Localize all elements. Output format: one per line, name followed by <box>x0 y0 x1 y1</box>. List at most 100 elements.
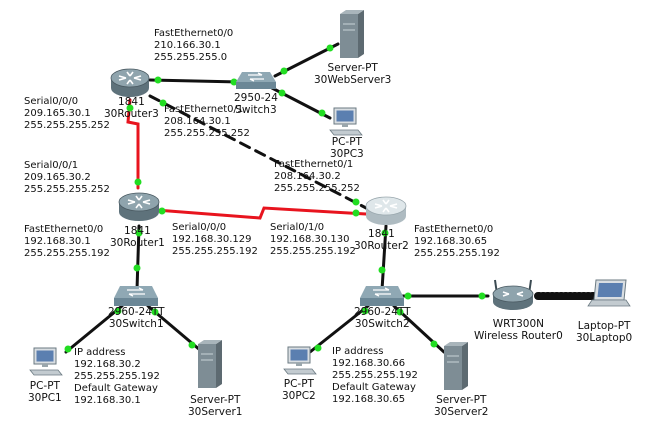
iface-mask: 255.255.255.252 <box>24 184 110 195</box>
switch1-icon[interactable] <box>114 286 158 306</box>
iface-mask: 255.255.255.192 <box>270 246 356 257</box>
port-led <box>134 178 142 186</box>
port-led <box>230 78 238 86</box>
router1-icon[interactable] <box>118 192 160 221</box>
router1-model: 1841 <box>124 225 151 237</box>
switch3-icon[interactable] <box>236 72 276 89</box>
iface-name: Serial0/0/0 <box>172 222 227 233</box>
iface-ip: 192.168.30.130 <box>270 234 350 245</box>
pc1-ip-config: IP address 192.168.30.2 255.255.255.192 … <box>74 347 160 407</box>
iface-name: FastEthernet0/1 <box>164 104 244 115</box>
iface-name: FastEthernet0/1 <box>274 159 354 170</box>
pc2-icon[interactable] <box>283 346 317 375</box>
server2-name: 30Server2 <box>434 406 489 418</box>
wireless-router-label: WRT300N Wireless Router0 <box>474 318 563 342</box>
port-led <box>378 266 386 274</box>
iface-mask: 255.255.255.252 <box>274 183 360 194</box>
server2-icon[interactable] <box>444 342 468 390</box>
iface-name: Serial0/0/1 <box>24 160 79 171</box>
iface-ip: 208.164.30.2 <box>274 171 341 182</box>
laptop-icon[interactable] <box>587 279 631 307</box>
gateway-address: 192.168.30.1 <box>74 395 141 406</box>
gateway-address: 192.168.30.65 <box>332 394 406 405</box>
server1-label: Server-PT 30Server1 <box>188 394 242 418</box>
pc1-name: 30PC1 <box>28 392 62 404</box>
iface-ip: 192.168.30.1 <box>24 236 91 247</box>
port-led <box>278 89 286 97</box>
webserver3-type: Server-PT <box>327 62 378 74</box>
pc1-icon[interactable] <box>29 347 63 376</box>
link-router3-router2 <box>148 94 372 212</box>
port-led <box>361 307 369 315</box>
server1-name: 30Server1 <box>188 406 243 418</box>
switch3-label: 2950-24 Switch3 <box>234 92 278 116</box>
wireless-router-icon[interactable] <box>492 279 534 310</box>
server1-icon[interactable] <box>198 340 222 388</box>
router3-name: 30Router3 <box>104 108 159 120</box>
router2-model: 1841 <box>368 228 395 240</box>
server2-label: Server-PT 30Server2 <box>434 394 488 418</box>
port-led <box>158 207 166 215</box>
pc3-type: PC-PT <box>331 136 362 148</box>
iface-name: FastEthernet0/0 <box>24 224 104 235</box>
gateway-title: Default Gateway <box>74 383 158 394</box>
port-led <box>352 209 360 217</box>
switch1-label: 2960-24TT 30Switch1 <box>108 306 165 330</box>
switch3-name: Switch3 <box>235 104 277 116</box>
port-led <box>396 308 404 316</box>
pc2-ip-config: IP address 192.168.30.66 255.255.255.192… <box>332 346 418 406</box>
router3-label: 1841 30Router3 <box>104 96 159 120</box>
server2-type: Server-PT <box>436 394 487 406</box>
port-led <box>159 99 167 107</box>
link-router2-switch2 <box>380 224 388 292</box>
iface-ip: 192.168.30.129 <box>172 234 252 245</box>
port-led <box>280 67 288 75</box>
server1-type: Server-PT <box>190 394 241 406</box>
iface-ip: 210.166.30.1 <box>154 40 221 51</box>
pc3-icon[interactable] <box>329 107 363 136</box>
iface-mask: 255.255.255.192 <box>172 246 258 257</box>
switch2-icon[interactable] <box>360 286 404 306</box>
webserver3-icon[interactable] <box>340 10 364 58</box>
port-led <box>381 229 389 237</box>
laptop-name: 30Laptop0 <box>576 332 633 344</box>
wireless-router-model: WRT300N <box>492 318 544 330</box>
laptop-label: Laptop-PT 30Laptop0 <box>576 320 632 344</box>
port-led <box>318 109 326 117</box>
port-led <box>126 104 134 112</box>
subnet-mask: 255.255.255.192 <box>332 370 418 381</box>
wireless-router-name: Wireless Router0 <box>474 330 563 342</box>
iface-r2-fa01: FastEthernet0/1 208.164.30.2 255.255.255… <box>274 159 360 195</box>
iface-r1-fa00: FastEthernet0/0 192.168.30.1 255.255.255… <box>24 224 110 260</box>
pc2-name: 30PC2 <box>282 390 316 402</box>
port-led <box>430 340 438 348</box>
subnet-mask: 255.255.255.192 <box>74 371 160 382</box>
port-led <box>314 344 322 352</box>
router3-model: 1841 <box>118 96 145 108</box>
iface-name: Serial0/0/0 <box>24 96 79 107</box>
switch2-label: 2960-24TT 30Switch2 <box>354 306 411 330</box>
port-led <box>188 341 196 349</box>
switch2-name: 30Switch2 <box>354 318 410 330</box>
port-led <box>404 292 412 300</box>
iface-r3-fa01: FastEthernet0/1 208.164.30.1 255.255.255… <box>164 104 250 140</box>
ip-address: 192.168.30.66 <box>332 358 406 369</box>
switch2-model: 2960-24TT <box>354 306 411 318</box>
link-router3-switch3 <box>148 78 242 84</box>
pc3-name: 30PC3 <box>330 148 364 160</box>
switch1-model: 2960-24TT <box>108 306 165 318</box>
router3-icon[interactable] <box>110 68 150 97</box>
ip-title: IP address <box>74 347 126 358</box>
port-led <box>154 76 162 84</box>
pc3-label: PC-PT 30PC3 <box>330 136 364 160</box>
gateway-title: Default Gateway <box>332 382 416 393</box>
router2-name: 30Router2 <box>354 240 409 252</box>
port-led <box>133 264 141 272</box>
port-led <box>326 44 334 52</box>
router2-icon[interactable] <box>365 196 407 225</box>
port-indicators <box>64 44 486 353</box>
port-led <box>352 198 360 206</box>
link-switch1-pc1 <box>64 304 124 354</box>
router1-name: 30Router1 <box>110 237 165 249</box>
